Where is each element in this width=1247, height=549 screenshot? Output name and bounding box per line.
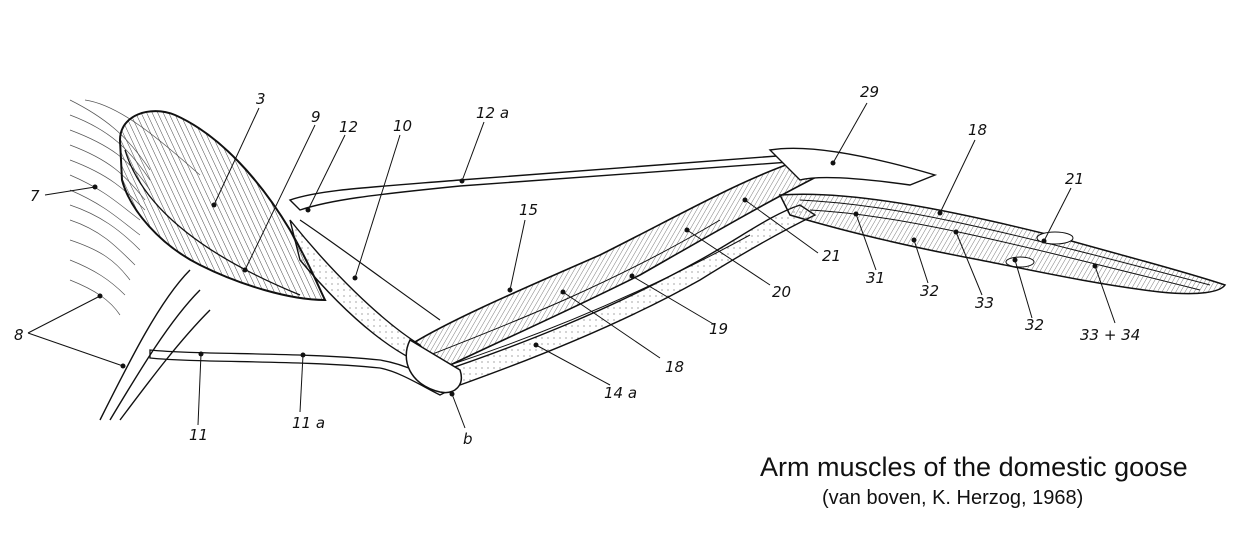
label-18-mid: 18	[665, 358, 684, 376]
label-18-top: 18	[968, 121, 987, 139]
label-3: 3	[256, 90, 266, 108]
tendon-11	[149, 349, 452, 396]
label-11: 11	[189, 426, 208, 444]
leader-lines	[27, 102, 1116, 429]
label-19: 19	[709, 320, 728, 338]
caption-source: (van boven, K. Herzog, 1968)	[822, 487, 1084, 509]
label-33-34: 33 + 34	[1080, 326, 1140, 344]
humerus-muscle	[118, 110, 327, 302]
label-15: 15	[519, 201, 538, 219]
label-12a: 12 a	[476, 104, 509, 122]
label-11a: 11 a	[292, 414, 325, 432]
label-b: b	[463, 430, 473, 448]
forearm-muscles	[408, 159, 833, 386]
hand	[768, 147, 1227, 295]
label-32-b: 32	[1025, 316, 1044, 334]
label-20: 20	[772, 283, 791, 301]
shoulder-strands	[99, 269, 211, 421]
label-12: 12	[339, 118, 358, 136]
leader-dots	[92, 160, 1098, 397]
label-32-a: 32	[920, 282, 939, 300]
label-8: 8	[14, 326, 24, 344]
labels: 3 9 12 10 12 a 29 18 21 7 15 21 20 31 32…	[14, 83, 1140, 448]
label-31: 31	[866, 269, 885, 287]
label-33: 33	[975, 294, 994, 312]
label-21-right: 21	[1065, 170, 1084, 188]
label-29: 29	[860, 83, 879, 101]
elbow	[405, 338, 462, 394]
caption-title: Arm muscles of the domestic goose	[760, 452, 1188, 482]
muscle-10	[299, 219, 441, 321]
label-9: 9	[311, 108, 321, 126]
label-10: 10	[393, 117, 412, 135]
label-7: 7	[30, 187, 40, 205]
label-14a: 14 a	[604, 384, 637, 402]
label-21-mid: 21	[822, 247, 841, 265]
